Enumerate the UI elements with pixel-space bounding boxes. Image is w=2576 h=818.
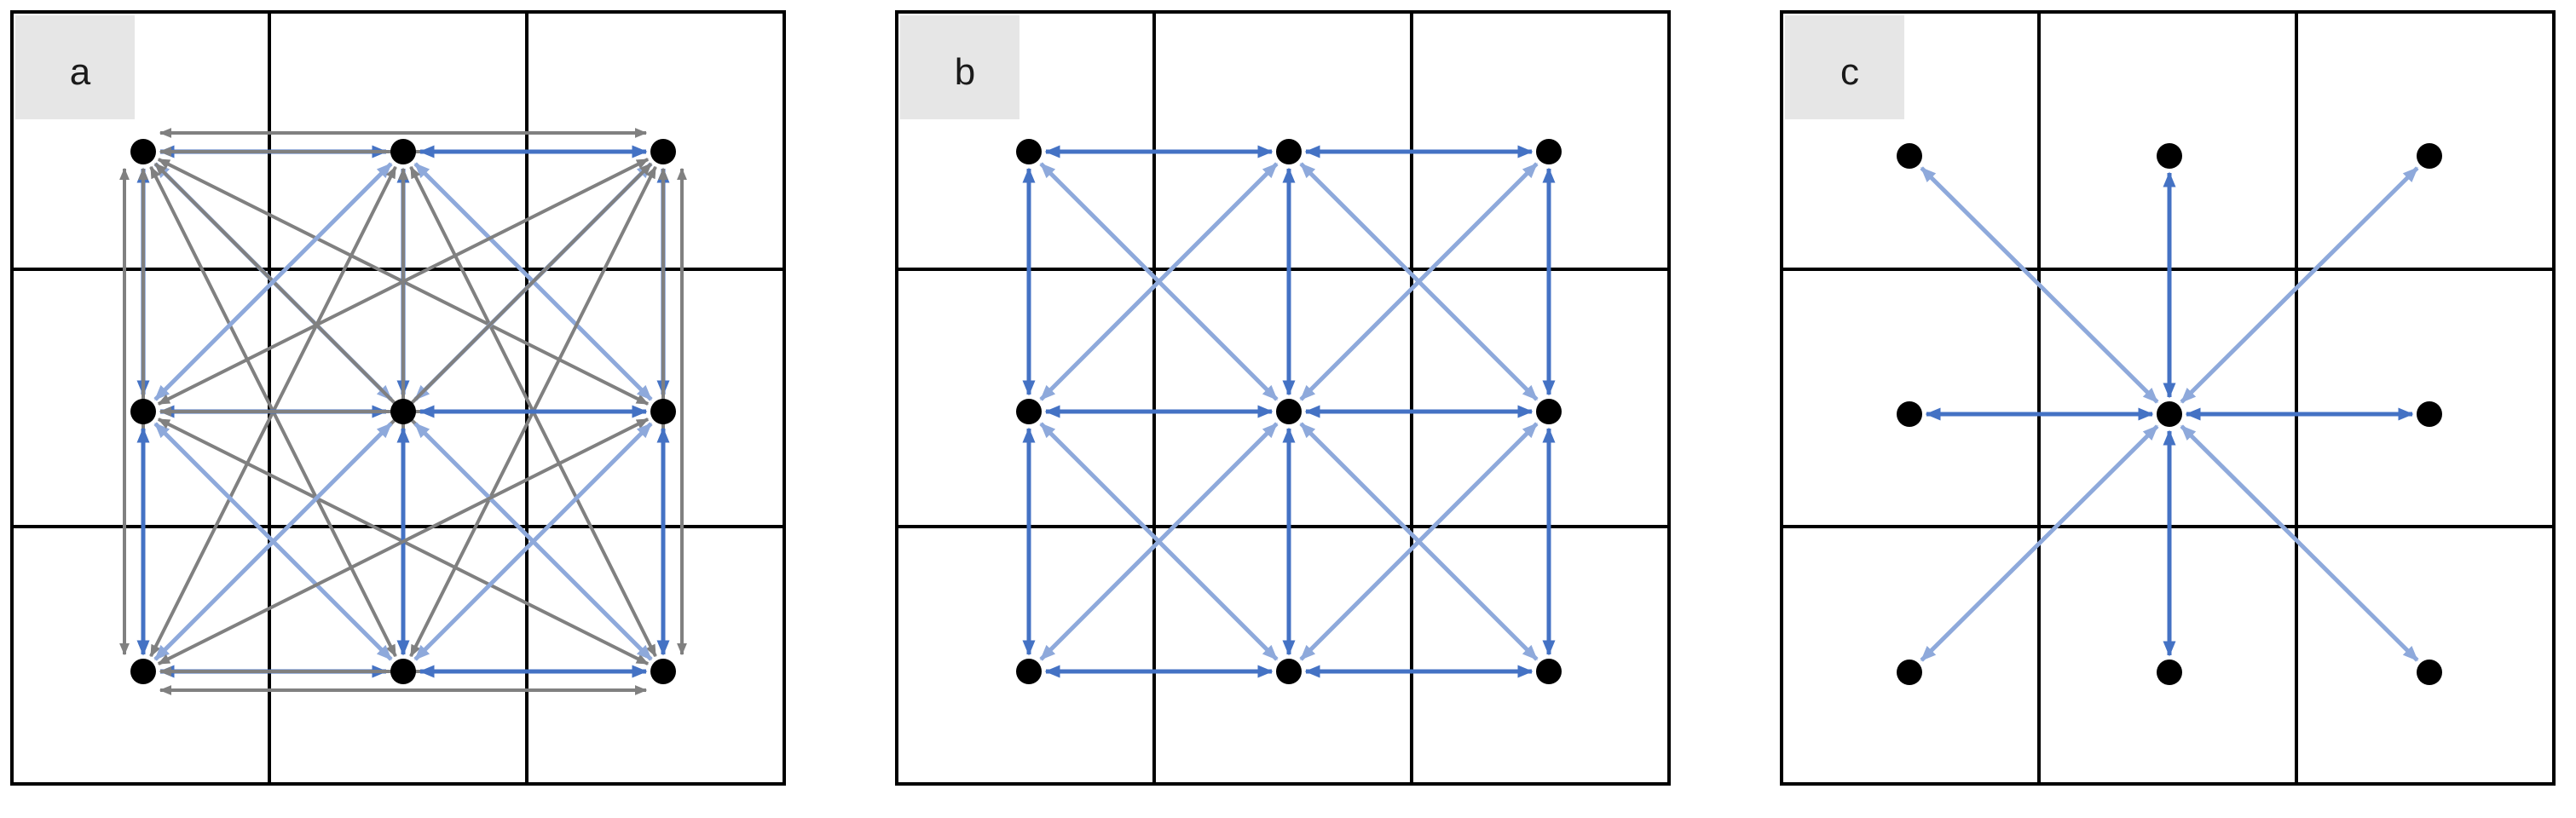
lattice-node: [1276, 139, 1302, 164]
diagonal-arrow: [413, 422, 653, 661]
lattice-node: [2157, 401, 2182, 427]
lattice-node: [1897, 660, 1922, 685]
lattice-node: [2157, 143, 2182, 169]
panel-label-box: [1785, 15, 1904, 119]
panel-a: a: [10, 10, 786, 786]
diagonal-arrow: [1039, 162, 1279, 401]
lattice-node: [130, 659, 156, 684]
lattice-node: [1536, 659, 1562, 684]
lattice-node: [1016, 139, 1042, 164]
lattice-node: [1016, 399, 1042, 424]
lattice-node: [1536, 399, 1562, 424]
lattice-node: [1016, 659, 1042, 684]
panel-c: c: [1780, 10, 2556, 786]
lattice-node: [1276, 659, 1302, 684]
diagonal-arrow: [1920, 424, 2159, 662]
lattice-node: [390, 139, 416, 164]
connections: [119, 128, 687, 695]
lattice-node: [2417, 401, 2442, 427]
panel-label: a: [70, 51, 91, 93]
lattice-node: [390, 659, 416, 684]
lattice-node: [1276, 399, 1302, 424]
panel-label-box: [900, 15, 1019, 119]
lattice-node: [390, 399, 416, 424]
connections: [1022, 145, 1556, 678]
diagonal-arrow: [1039, 422, 1279, 661]
connections: [1920, 166, 2419, 662]
lattice-node: [650, 139, 676, 164]
lattice-node: [130, 139, 156, 164]
panel-label: b: [955, 51, 975, 93]
diagonal-arrow: [2180, 166, 2419, 404]
lattice-node: [2417, 143, 2442, 169]
lattice-node: [1897, 143, 1922, 169]
lattice-node: [650, 399, 676, 424]
diagonal-arrow: [1920, 166, 2159, 404]
diagonal-arrow: [2180, 424, 2419, 662]
panel-label-box: [15, 15, 135, 119]
lattice-node: [2417, 660, 2442, 685]
lattice-node: [650, 659, 676, 684]
lattice-node: [130, 399, 156, 424]
lattice-node: [2157, 660, 2182, 685]
diagonal-arrow: [1299, 422, 1539, 661]
diagonal-arrow: [1299, 162, 1539, 401]
lattice-node: [1536, 139, 1562, 164]
lattice-node: [1897, 401, 1922, 427]
panel-label: c: [1840, 51, 1859, 93]
panel-b: b: [895, 10, 1671, 786]
